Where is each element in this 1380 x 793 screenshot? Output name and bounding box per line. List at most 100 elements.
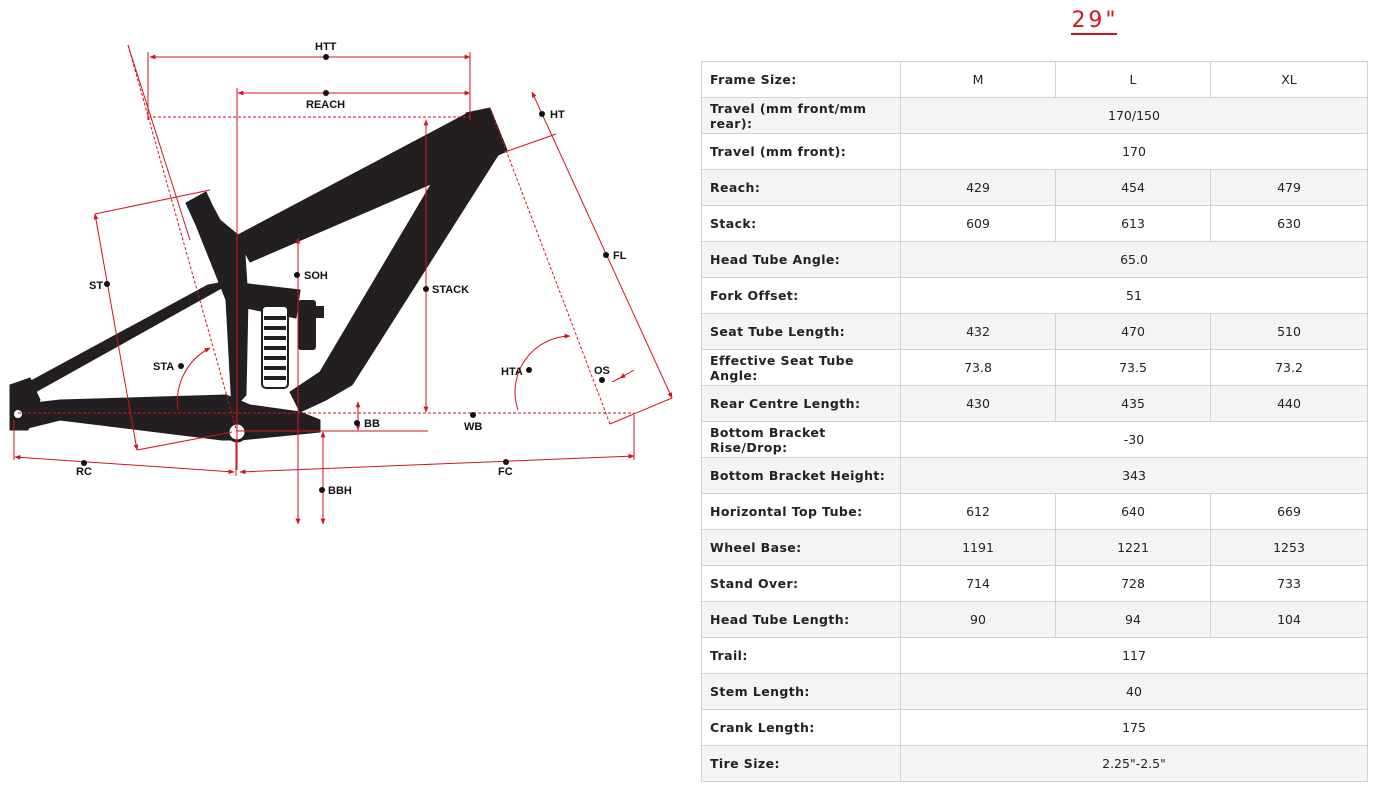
label-stack: STACK: [432, 284, 469, 296]
row-label: Travel (mm front):: [701, 133, 901, 170]
label-st: ST: [89, 280, 103, 292]
frame-geometry-diagram: HTT REACH HT ST SOH STACK FL STA HTA OS …: [9, 41, 673, 525]
row-label: Horizontal Top Tube:: [701, 493, 901, 530]
row-label: Effective Seat Tube Angle:: [701, 349, 901, 386]
rear-shock: [261, 300, 324, 389]
heading-underline: [1071, 33, 1117, 35]
row-label: Travel (mm front/mm rear):: [701, 97, 901, 134]
label-soh: SOH: [304, 270, 328, 282]
label-sta: STA: [153, 361, 174, 373]
row-value-all-sizes: 40: [900, 673, 1368, 710]
row-value-m: 90: [900, 601, 1056, 638]
row-value-all-sizes: 343: [900, 457, 1368, 494]
row-value-m: 1191: [900, 529, 1056, 566]
table-row: Fork Offset:51: [701, 277, 1368, 314]
row-value-xl: 669: [1210, 493, 1368, 530]
table-row: Tire Size:2.25"-2.5": [701, 745, 1368, 782]
row-value-all-sizes: 65.0: [900, 241, 1368, 278]
row-label: Bottom Bracket Rise/Drop:: [701, 421, 901, 458]
label-fc: FC: [498, 466, 513, 478]
row-label: Wheel Base:: [701, 529, 901, 566]
row-label: Head Tube Length:: [701, 601, 901, 638]
table-row: Travel (mm front):170: [701, 133, 1368, 170]
row-value-xl: 1253: [1210, 529, 1368, 566]
row-value-l: L: [1055, 61, 1211, 98]
row-value-l: 1221: [1055, 529, 1211, 566]
row-value-l: 613: [1055, 205, 1211, 242]
row-value-all-sizes: 2.25"-2.5": [900, 745, 1368, 782]
table-row: Bottom Bracket Rise/Drop:-30: [701, 421, 1368, 458]
label-wb: WB: [464, 421, 482, 433]
row-value-xl: 104: [1210, 601, 1368, 638]
row-value-m: 429: [900, 169, 1056, 206]
label-os: OS: [594, 365, 610, 377]
label-bbh: BBH: [328, 485, 352, 497]
label-ht: HT: [550, 109, 565, 121]
row-value-all-sizes: 117: [900, 637, 1368, 674]
row-value-xl: 73.2: [1210, 349, 1368, 386]
label-reach: REACH: [306, 99, 345, 111]
row-value-m: 714: [900, 565, 1056, 602]
label-fl: FL: [613, 250, 627, 262]
row-value-m: 432: [900, 313, 1056, 350]
row-label: Stack:: [701, 205, 901, 242]
table-row: Bottom Bracket Height:343: [701, 457, 1368, 494]
row-label: Fork Offset:: [701, 277, 901, 314]
row-value-l: 728: [1055, 565, 1211, 602]
row-value-all-sizes: -30: [900, 421, 1368, 458]
row-value-l: 454: [1055, 169, 1211, 206]
wheel-size-heading: 29": [1071, 8, 1119, 33]
row-value-xl: 733: [1210, 565, 1368, 602]
table-row: Stem Length:40: [701, 673, 1368, 710]
table-row: Head Tube Angle:65.0: [701, 241, 1368, 278]
row-value-l: 640: [1055, 493, 1211, 530]
row-value-all-sizes: 170: [900, 133, 1368, 170]
row-value-all-sizes: 170/150: [900, 97, 1368, 134]
row-label: Stem Length:: [701, 673, 901, 710]
row-value-l: 94: [1055, 601, 1211, 638]
row-value-xl: XL: [1210, 61, 1368, 98]
row-label: Bottom Bracket Height:: [701, 457, 901, 494]
row-value-m: 73.8: [900, 349, 1056, 386]
table-row: Crank Length:175: [701, 709, 1368, 746]
row-value-xl: 510: [1210, 313, 1368, 350]
row-value-all-sizes: 51: [900, 277, 1368, 314]
row-value-l: 73.5: [1055, 349, 1211, 386]
row-label: Stand Over:: [701, 565, 901, 602]
row-label: Frame Size:: [701, 61, 901, 98]
row-label: Reach:: [701, 169, 901, 206]
label-bb: BB: [364, 418, 380, 430]
row-value-all-sizes: 175: [900, 709, 1368, 746]
table-row: Trail:117: [701, 637, 1368, 674]
dimension-lines: [13, 44, 673, 525]
row-value-m: 609: [900, 205, 1056, 242]
row-value-xl: 630: [1210, 205, 1368, 242]
row-label: Rear Centre Length:: [701, 385, 901, 422]
label-hta: HTA: [501, 366, 523, 378]
row-value-l: 435: [1055, 385, 1211, 422]
row-label: Seat Tube Length:: [701, 313, 901, 350]
row-value-m: 430: [900, 385, 1056, 422]
row-label: Trail:: [701, 637, 901, 674]
row-value-m: 612: [900, 493, 1056, 530]
row-label: Head Tube Angle:: [701, 241, 901, 278]
table-row: Travel (mm front/mm rear):170/150: [701, 97, 1368, 134]
row-value-xl: 440: [1210, 385, 1368, 422]
label-rc: RC: [76, 466, 92, 478]
label-dots: [81, 54, 609, 493]
row-value-m: M: [900, 61, 1056, 98]
row-label: Tire Size:: [701, 745, 901, 782]
label-htt: HTT: [315, 41, 337, 53]
row-value-xl: 479: [1210, 169, 1368, 206]
